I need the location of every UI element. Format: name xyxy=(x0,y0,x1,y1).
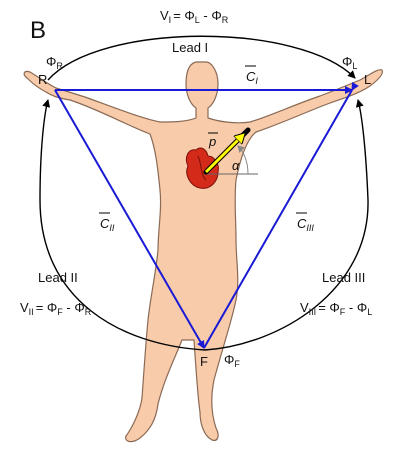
lead-I-equation: VI= ΦL - ΦR xyxy=(160,8,229,25)
lead-III-name: Lead III xyxy=(322,270,365,285)
svg-text:CI: CI xyxy=(246,69,258,86)
electrode-L-potential: ΦL xyxy=(342,54,357,71)
svg-text:p: p xyxy=(208,134,216,149)
svg-text:CII: CII xyxy=(100,216,115,233)
lead-I-arc xyxy=(47,35,356,81)
vector-C-II-line xyxy=(54,89,205,349)
electrode-R-potential: ΦR xyxy=(46,54,63,71)
electrode-F-label: F xyxy=(200,354,208,369)
vector-C-III-line xyxy=(203,81,359,349)
lead-II-arc xyxy=(39,99,206,351)
angle-alpha-label: α xyxy=(232,158,240,173)
human-body-figure xyxy=(23,61,383,443)
heart-shape xyxy=(185,147,219,189)
angle-alpha-arc xyxy=(237,145,249,175)
vector-C-III-label: CIII xyxy=(296,212,314,233)
dipole-p-label: p xyxy=(208,132,218,149)
electrode-L-label: L xyxy=(364,72,371,87)
vector-C-II-label: CII xyxy=(99,212,115,233)
lead-III-arc xyxy=(204,99,369,351)
electrode-R-label: R xyxy=(38,72,47,87)
lead-III-equation: VIII= ΦF - ΦL xyxy=(300,300,372,317)
lead-II-equation: VII= ΦF - ΦR xyxy=(20,300,92,317)
vector-C-I-label: CI xyxy=(245,65,258,86)
electrode-F-potential: ΦF xyxy=(224,352,240,369)
lead-I-name: Lead I xyxy=(172,40,208,55)
panel-label: B xyxy=(30,17,46,44)
lead-II-name: Lead II xyxy=(38,270,78,285)
svg-text:CIII: CIII xyxy=(297,216,314,233)
